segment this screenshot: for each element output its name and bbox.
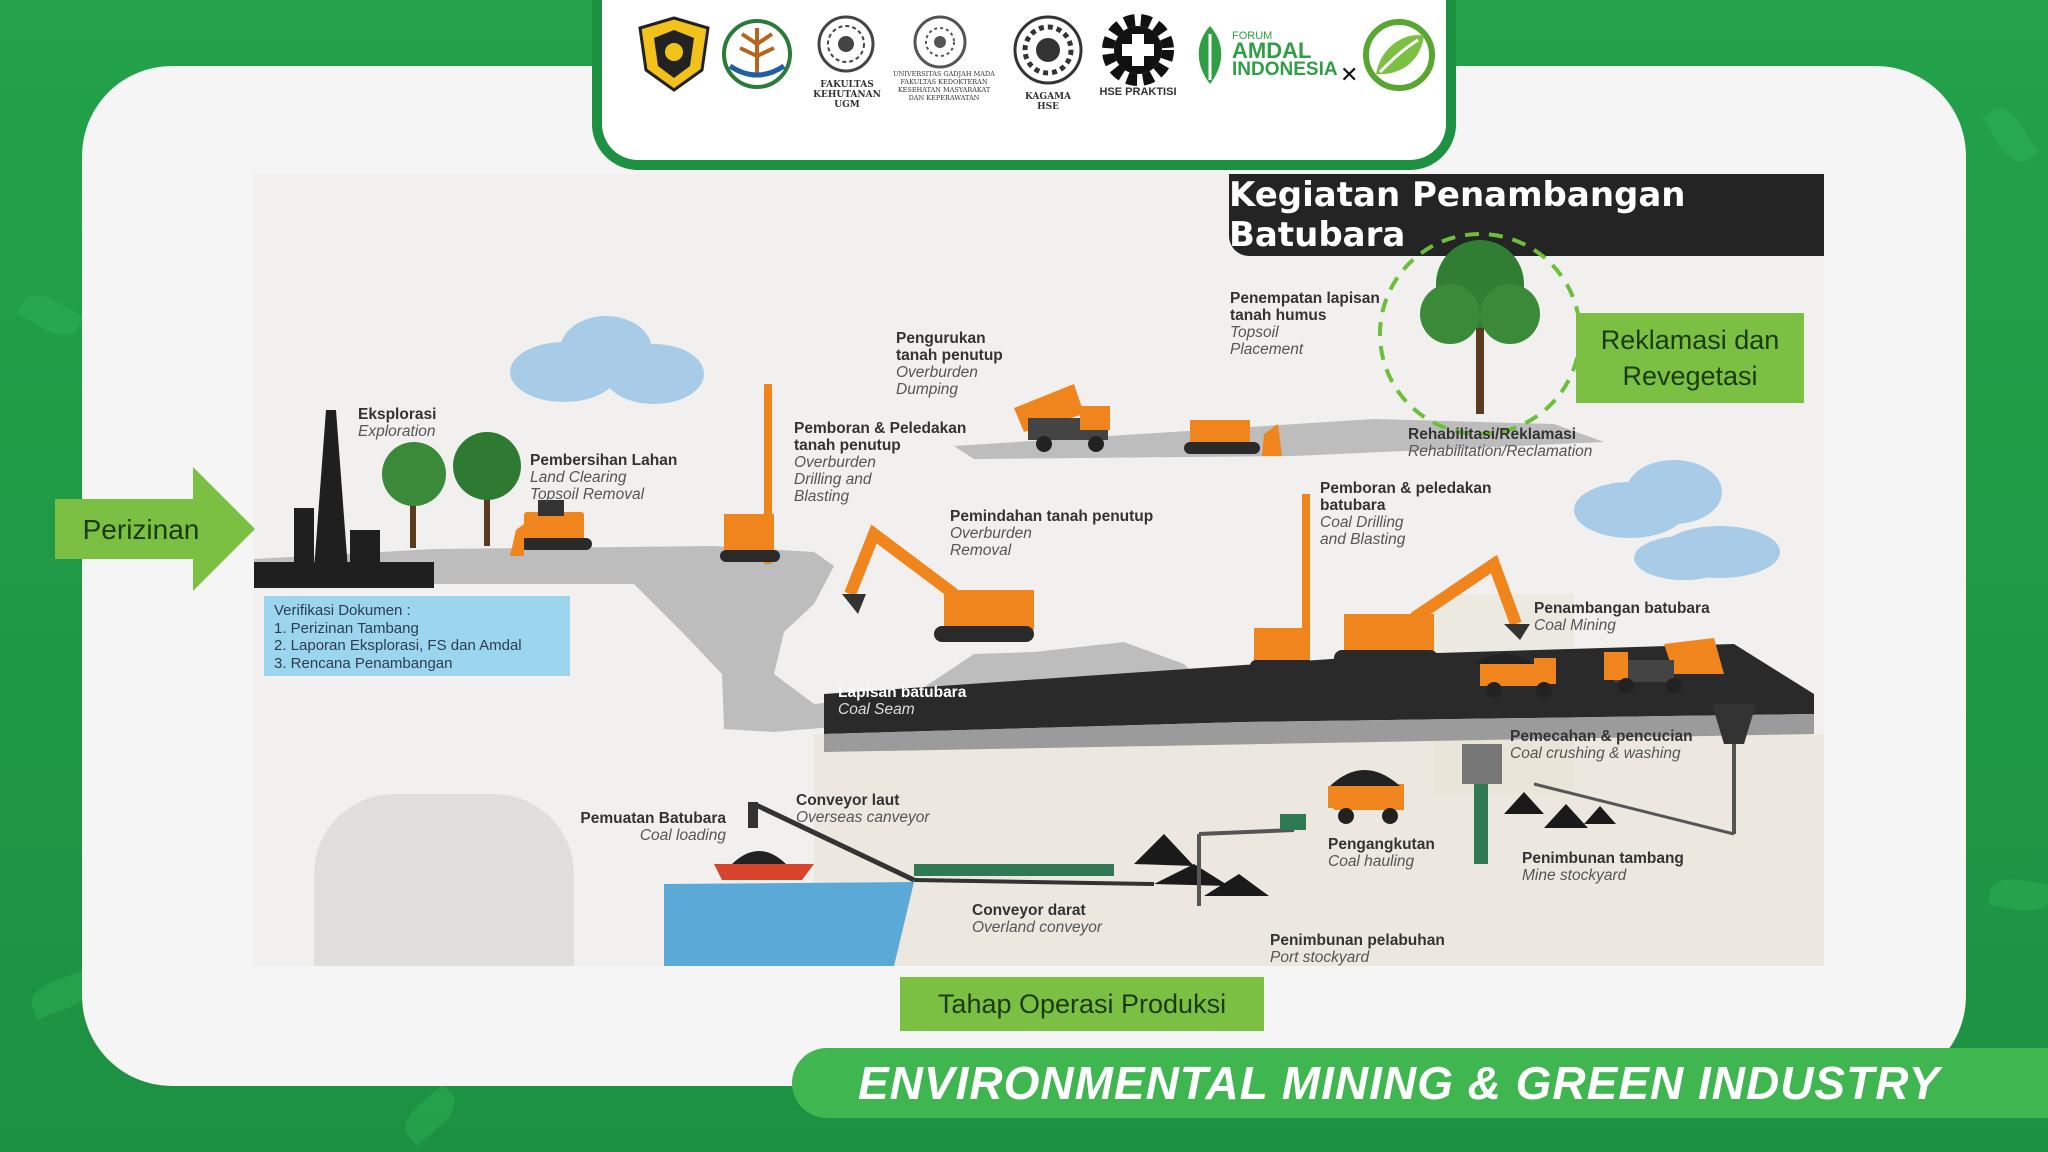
forum-label: FORUM [1232,30,1273,42]
diagram-title: Kegiatan Penambangan Batubara [1229,174,1824,256]
ugm-forestry-logo [817,15,875,73]
terrain-illustration [254,232,1814,966]
ugm-medicine-caption: UNIVERSITAS GADJAH MADA FAKULTAS KEDOKTE… [893,70,995,102]
collaboration-x-icon: ✕ [1340,62,1359,87]
hse-praktisi-logo [1102,14,1174,86]
amdal-label: AMDAL [1232,38,1312,63]
kagama-hse-caption: KAGAMA HSE [1024,92,1072,112]
mining-process-diagram: Kegiatan Penambangan Batubara [254,174,1824,966]
verification-title: Verifikasi Dokumen : [274,602,411,619]
verification-item: 1. Perizinan Tambang [274,619,419,637]
perizinan-arrow-icon [55,467,255,591]
eco-leaf-logo [1363,19,1435,91]
banner-title: ENVIRONMENTAL MINING & GREEN INDUSTRY [858,1057,1941,1109]
hse-praktisi-caption: HSE PRAKTISI [1099,86,1177,98]
ugm-forestry-caption: FAKULTAS KEHUTANAN UGM [813,80,881,110]
verification-item: 3. Rencana Penambangan [274,654,453,672]
kagama-hse-logo [1013,15,1083,85]
perizinan-label: Perizinan [82,514,200,545]
esdm-logo [638,16,710,92]
document-verification-box: Verifikasi Dokumen : 1. Perizinan Tamban… [264,596,570,676]
reclamation-label: Reklamasi dan Revegetasi [1576,313,1804,403]
klhk-logo [722,19,792,89]
forum-amdal-leaf-icon [1198,26,1222,84]
indonesia-label: INDONESIA [1232,59,1338,80]
production-stage-label: Tahap Operasi Produksi [900,977,1264,1031]
logo-bar: FAKULTAS KEHUTANAN UGM UNIVERSITAS GADJA… [592,0,1456,170]
bottom-banner [792,1048,2048,1118]
verification-item: 2. Laporan Eksplorasi, FS dan Amdal [274,637,522,654]
ugm-medicine-logo [913,15,967,69]
